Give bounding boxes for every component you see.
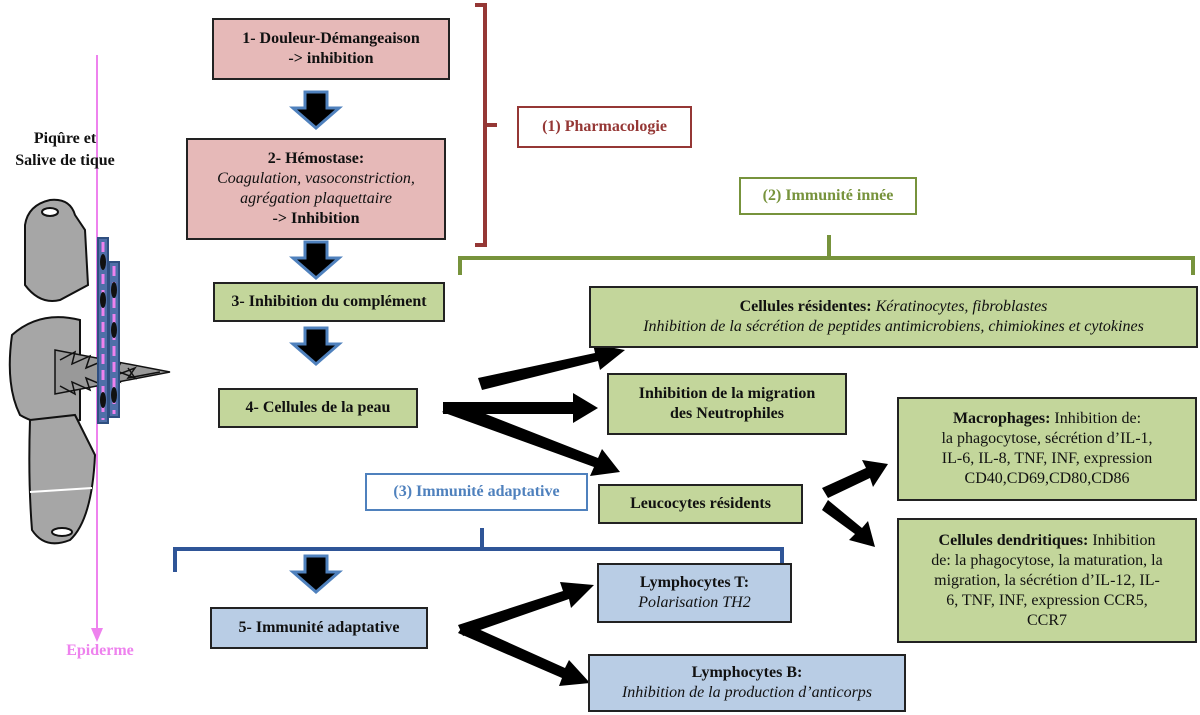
box-macro-line2: la phagocytose, sécrétion d’IL-1, — [941, 430, 1153, 447]
box-lymphT-line2: Polarisation TH2 — [638, 594, 751, 611]
box-cellules-peau-text: 4- Cellules de la peau — [245, 399, 391, 416]
box-macro-line3: IL-6, IL-8, TNF, INF, expression — [941, 450, 1153, 467]
box-residentes-title-rest: Kératinocytes, fibroblastes — [875, 298, 1048, 315]
box-macro-title: Macrophages: — [952, 410, 1051, 427]
box-cellules-peau: 4- Cellules de la peau — [218, 388, 418, 428]
box-macro-line1: Macrophages: Inhibition de: — [899, 409, 1195, 429]
tick-saliva-label: Piqûre et Salive de tique — [0, 128, 130, 172]
box-lymphB-line2: Inhibition de la production d’anticorps — [621, 684, 873, 701]
label-pharmacologie: (1) Pharmacologie — [517, 106, 692, 148]
box-immunite-adaptative: 5- Immunité adaptative — [210, 607, 428, 649]
box-hemostase-line3: -> Inhibition — [272, 210, 360, 227]
box-douleur: 1- Douleur-Démangeaison -> inhibition — [212, 18, 450, 80]
box-leuco-text: Leucocytes résidents — [630, 495, 771, 512]
label-immunite-adaptative: (3) Immunité adaptative — [365, 473, 588, 511]
epiderme-label: Epiderme — [66, 642, 134, 659]
pharma-bracket — [475, 3, 497, 247]
box-neutrophiles: Inhibition de la migration des Neutrophi… — [607, 373, 847, 435]
box-lymphB-title: Lymphocytes B: — [691, 664, 803, 681]
box-complement-text: 3- Inhibition du complément — [231, 293, 427, 310]
box-hemostase-title: 2- Hémostase: — [267, 150, 365, 167]
box-dendri-line5: CCR7 — [1026, 611, 1067, 629]
box-dendri-line1: Cellules dendritiques: Inhibition — [899, 531, 1195, 551]
tick-label-line2: Salive de tique — [15, 152, 115, 169]
box-residentes-line2: Inhibition de la sécrétion de peptides a… — [643, 318, 1144, 335]
tick-mouthparts-illustration — [8, 198, 97, 545]
box-adaptative-text: 5- Immunité adaptative — [238, 619, 400, 636]
box-residentes-title: Cellules résidentes: — [739, 298, 872, 315]
box-douleur-line2: -> inhibition — [288, 50, 374, 67]
box-dendri-title: Cellules dendritiques: — [938, 531, 1089, 549]
box-residentes-line1: Cellules résidentes: Kératinocytes, fibr… — [591, 297, 1196, 317]
box-dendri-line2: de: la phagocytose, la maturation, la — [931, 551, 1163, 569]
box-dendri-line1-rest: Inhibition — [1092, 531, 1156, 549]
box-hemostase-line2: agrégation plaquettaire — [240, 190, 392, 207]
flow-arrows — [442, 344, 888, 686]
box-lymphT-title: Lymphocytes T: — [639, 574, 750, 591]
skin-layer — [97, 237, 120, 424]
box-cellules-residentes: Cellules résidentes: Kératinocytes, fibr… — [589, 286, 1198, 348]
tick-label-line1: Piqûre et — [33, 130, 97, 147]
box-lymphocytes-b: Lymphocytes B: Inhibition de la producti… — [588, 654, 906, 712]
box-douleur-line1: 1- Douleur-Démangeaison — [242, 30, 420, 47]
box-neutro-line1: Inhibition de la migration — [638, 385, 816, 402]
adapt-bracket — [173, 528, 784, 572]
box-macro-line1-rest: Inhibition de: — [1054, 410, 1142, 427]
box-complement: 3- Inhibition du complément — [213, 282, 445, 322]
box-hemostase-line1: Coagulation, vasoconstriction, — [217, 170, 415, 187]
box-dendri-line3: migration, la sécrétion d’IL-12, IL- — [934, 571, 1160, 589]
label-immunite-innee: (2) Immunité innée — [739, 177, 917, 215]
box-dendri-line4: 6, TNF, INF, expression CCR5, — [946, 591, 1148, 609]
box-leucocytes: Leucocytes résidents — [598, 484, 803, 524]
box-macro-line4: CD40,CD69,CD80,CD86 — [964, 470, 1130, 487]
box-neutro-line2: des Neutrophiles — [670, 405, 784, 422]
box-lymphocytes-t: Lymphocytes T: Polarisation TH2 — [597, 563, 792, 623]
box-dendritiques: Cellules dendritiques: Inhibition de: la… — [897, 518, 1197, 643]
box-hemostase: 2- Hémostase: Coagulation, vasoconstrict… — [186, 138, 446, 240]
box-macrophages: Macrophages: Inhibition de: la phagocyto… — [897, 397, 1197, 501]
innee-bracket — [458, 235, 1195, 275]
down-arrows — [288, 90, 344, 594]
